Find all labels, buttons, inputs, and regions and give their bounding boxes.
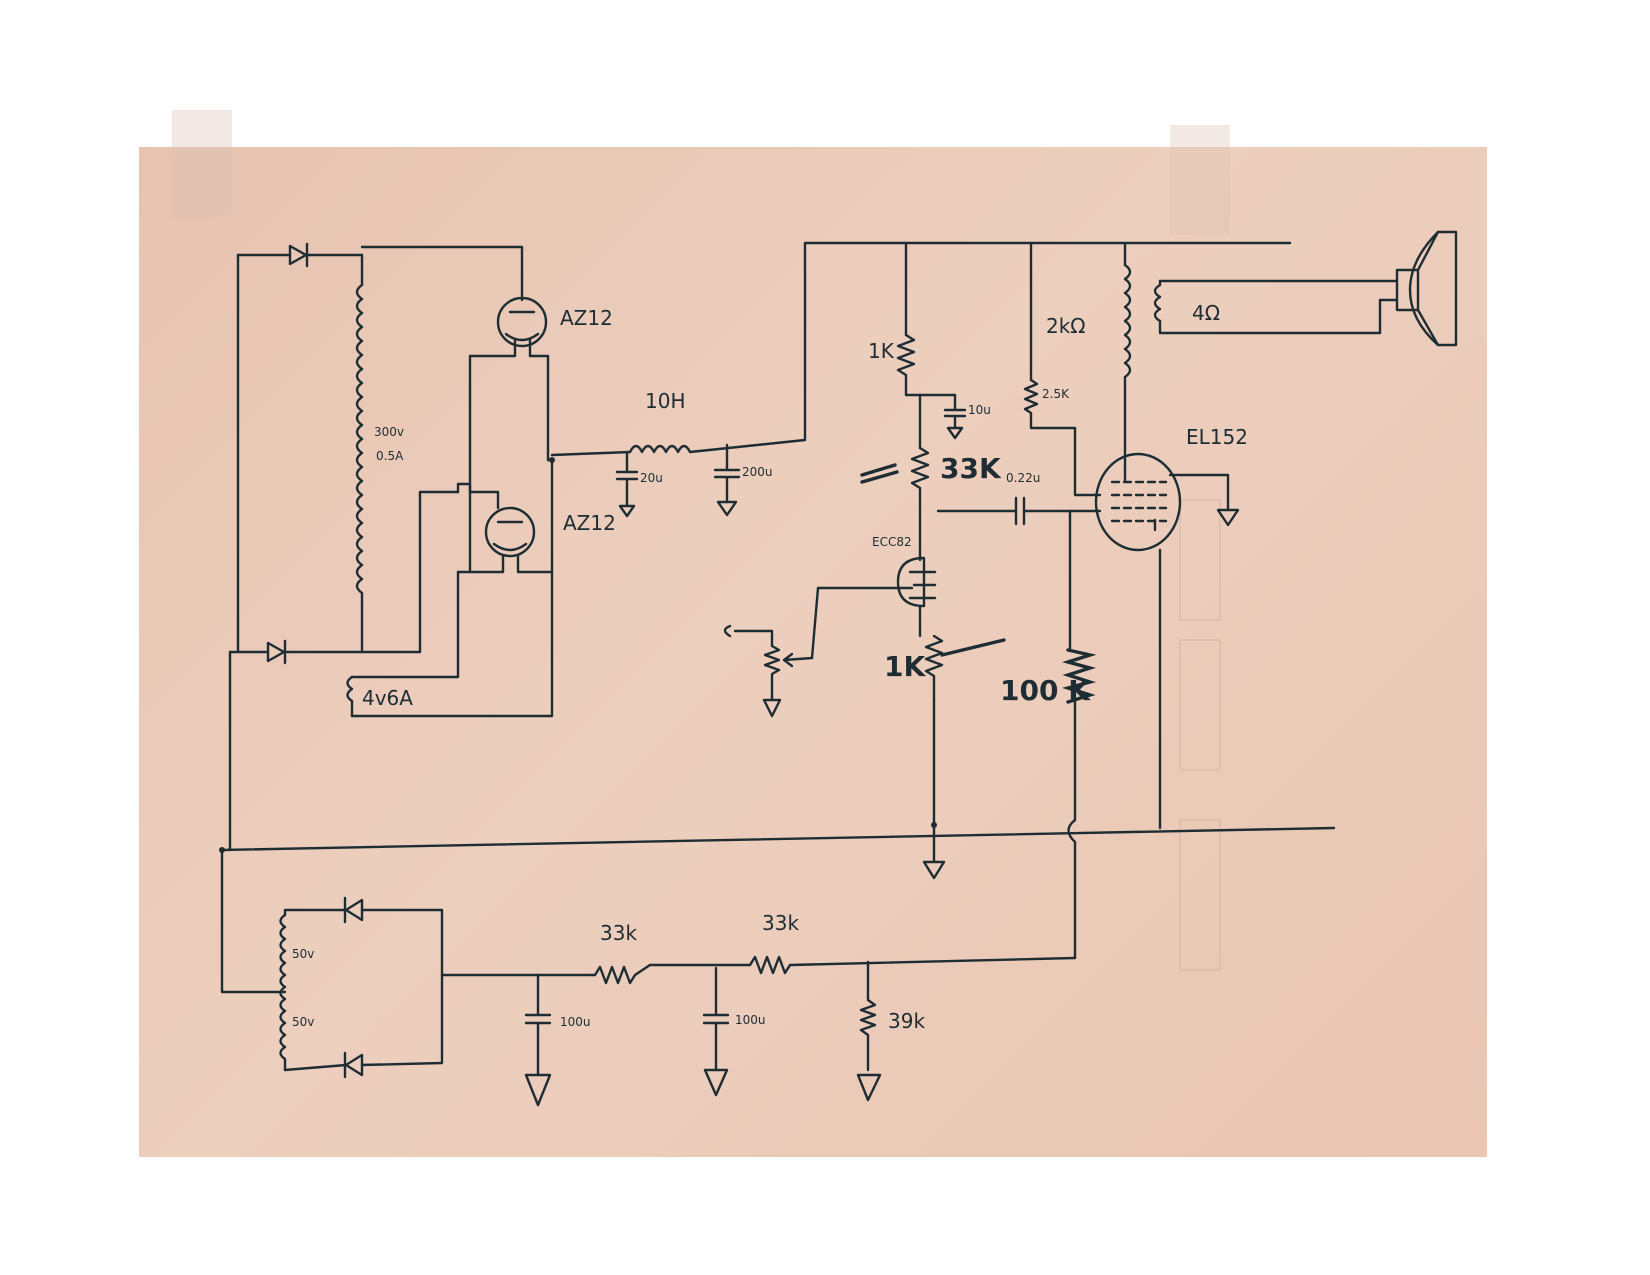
rectifier-tube-top: [468, 296, 550, 574]
diode-bottom: [266, 639, 287, 665]
rectifier-tube-bottom: [456, 482, 554, 574]
bias-supply: [220, 848, 1077, 1107]
label-res-33k: 33K: [940, 452, 1002, 485]
capacitor-20u: [615, 450, 639, 518]
preamp-tube-ecc82: [896, 543, 937, 638]
bleed-through: [172, 110, 1230, 971]
label-cap-100u-1: 100u: [560, 1015, 591, 1029]
bias-diode-top: [343, 896, 364, 924]
resistor-33k-bias1: [593, 963, 752, 985]
transformer-hv-winding: [355, 283, 364, 654]
label-output-tube: EL152: [1186, 425, 1248, 449]
label-cap-20u: 20u: [640, 471, 663, 485]
choke-10h: [628, 241, 1292, 454]
heater-winding: [346, 675, 354, 718]
label-preamp-tube: ECC82: [872, 535, 912, 549]
resistor-39k: [859, 960, 877, 1072]
resistor-33k-plate: [910, 446, 930, 512]
resistor-33k-bias2: [748, 955, 1077, 975]
label-choke: 10H: [645, 389, 686, 413]
volume-pot: [763, 644, 781, 702]
bias-diode-bottom: [343, 1051, 364, 1079]
bias-transformer-winding: [279, 913, 287, 1072]
output-tube-el152: [1094, 452, 1240, 830]
capacitor-100u-2: [702, 966, 730, 1072]
capacitor-200u: [713, 443, 741, 517]
input-jack: [723, 624, 774, 648]
label-res-100k: 100 K: [1000, 674, 1091, 707]
label-cap-10u: 10u: [968, 403, 991, 417]
capacitor-coupling: [1014, 496, 1102, 526]
label-transformer-hv: 300v: [374, 425, 404, 439]
label-cap-coupling: 0.22u: [1006, 471, 1040, 485]
output-stage: [1023, 230, 1458, 830]
resistor-2k5: [1023, 378, 1102, 497]
label-rectifier-top: AZ12: [560, 306, 613, 330]
hv-supply: [228, 242, 554, 852]
label-transformer-current: 0.5A: [376, 449, 404, 463]
capacitor-100u-1: [524, 973, 552, 1077]
preamp-stage: [723, 241, 1102, 880]
label-bias-50v-bottom: 50v: [292, 1015, 314, 1029]
resistor-100k: [1061, 509, 1097, 960]
label-cap-200u: 200u: [742, 465, 773, 479]
ground-bus: [220, 826, 1336, 852]
output-transformer-primary: [1123, 263, 1132, 472]
speaker: [1395, 230, 1458, 347]
diode-top: [288, 242, 309, 268]
label-res-33k-bias2: 33k: [762, 911, 799, 935]
label-res-1k-top: 1K: [868, 339, 895, 363]
label-res-2k5: 2.5K: [1042, 387, 1070, 401]
resistor-1k-cathode: [924, 634, 944, 702]
label-rectifier-bottom: AZ12: [563, 511, 616, 535]
label-res-33k-bias1: 33k: [600, 921, 637, 945]
label-speaker-imp: 4Ω: [1192, 301, 1220, 325]
resistor-1k-top: [896, 333, 916, 397]
label-cap-100u-2: 100u: [735, 1013, 766, 1027]
label-res-39k: 39k: [888, 1009, 925, 1033]
label-res-2k: 2kΩ: [1046, 314, 1086, 338]
label-bias-50v-top: 50v: [292, 947, 314, 961]
output-transformer-secondary: [1153, 283, 1162, 323]
label-res-1k-cathode: 1K: [884, 650, 926, 683]
label-heater: 4v6A: [362, 686, 413, 710]
